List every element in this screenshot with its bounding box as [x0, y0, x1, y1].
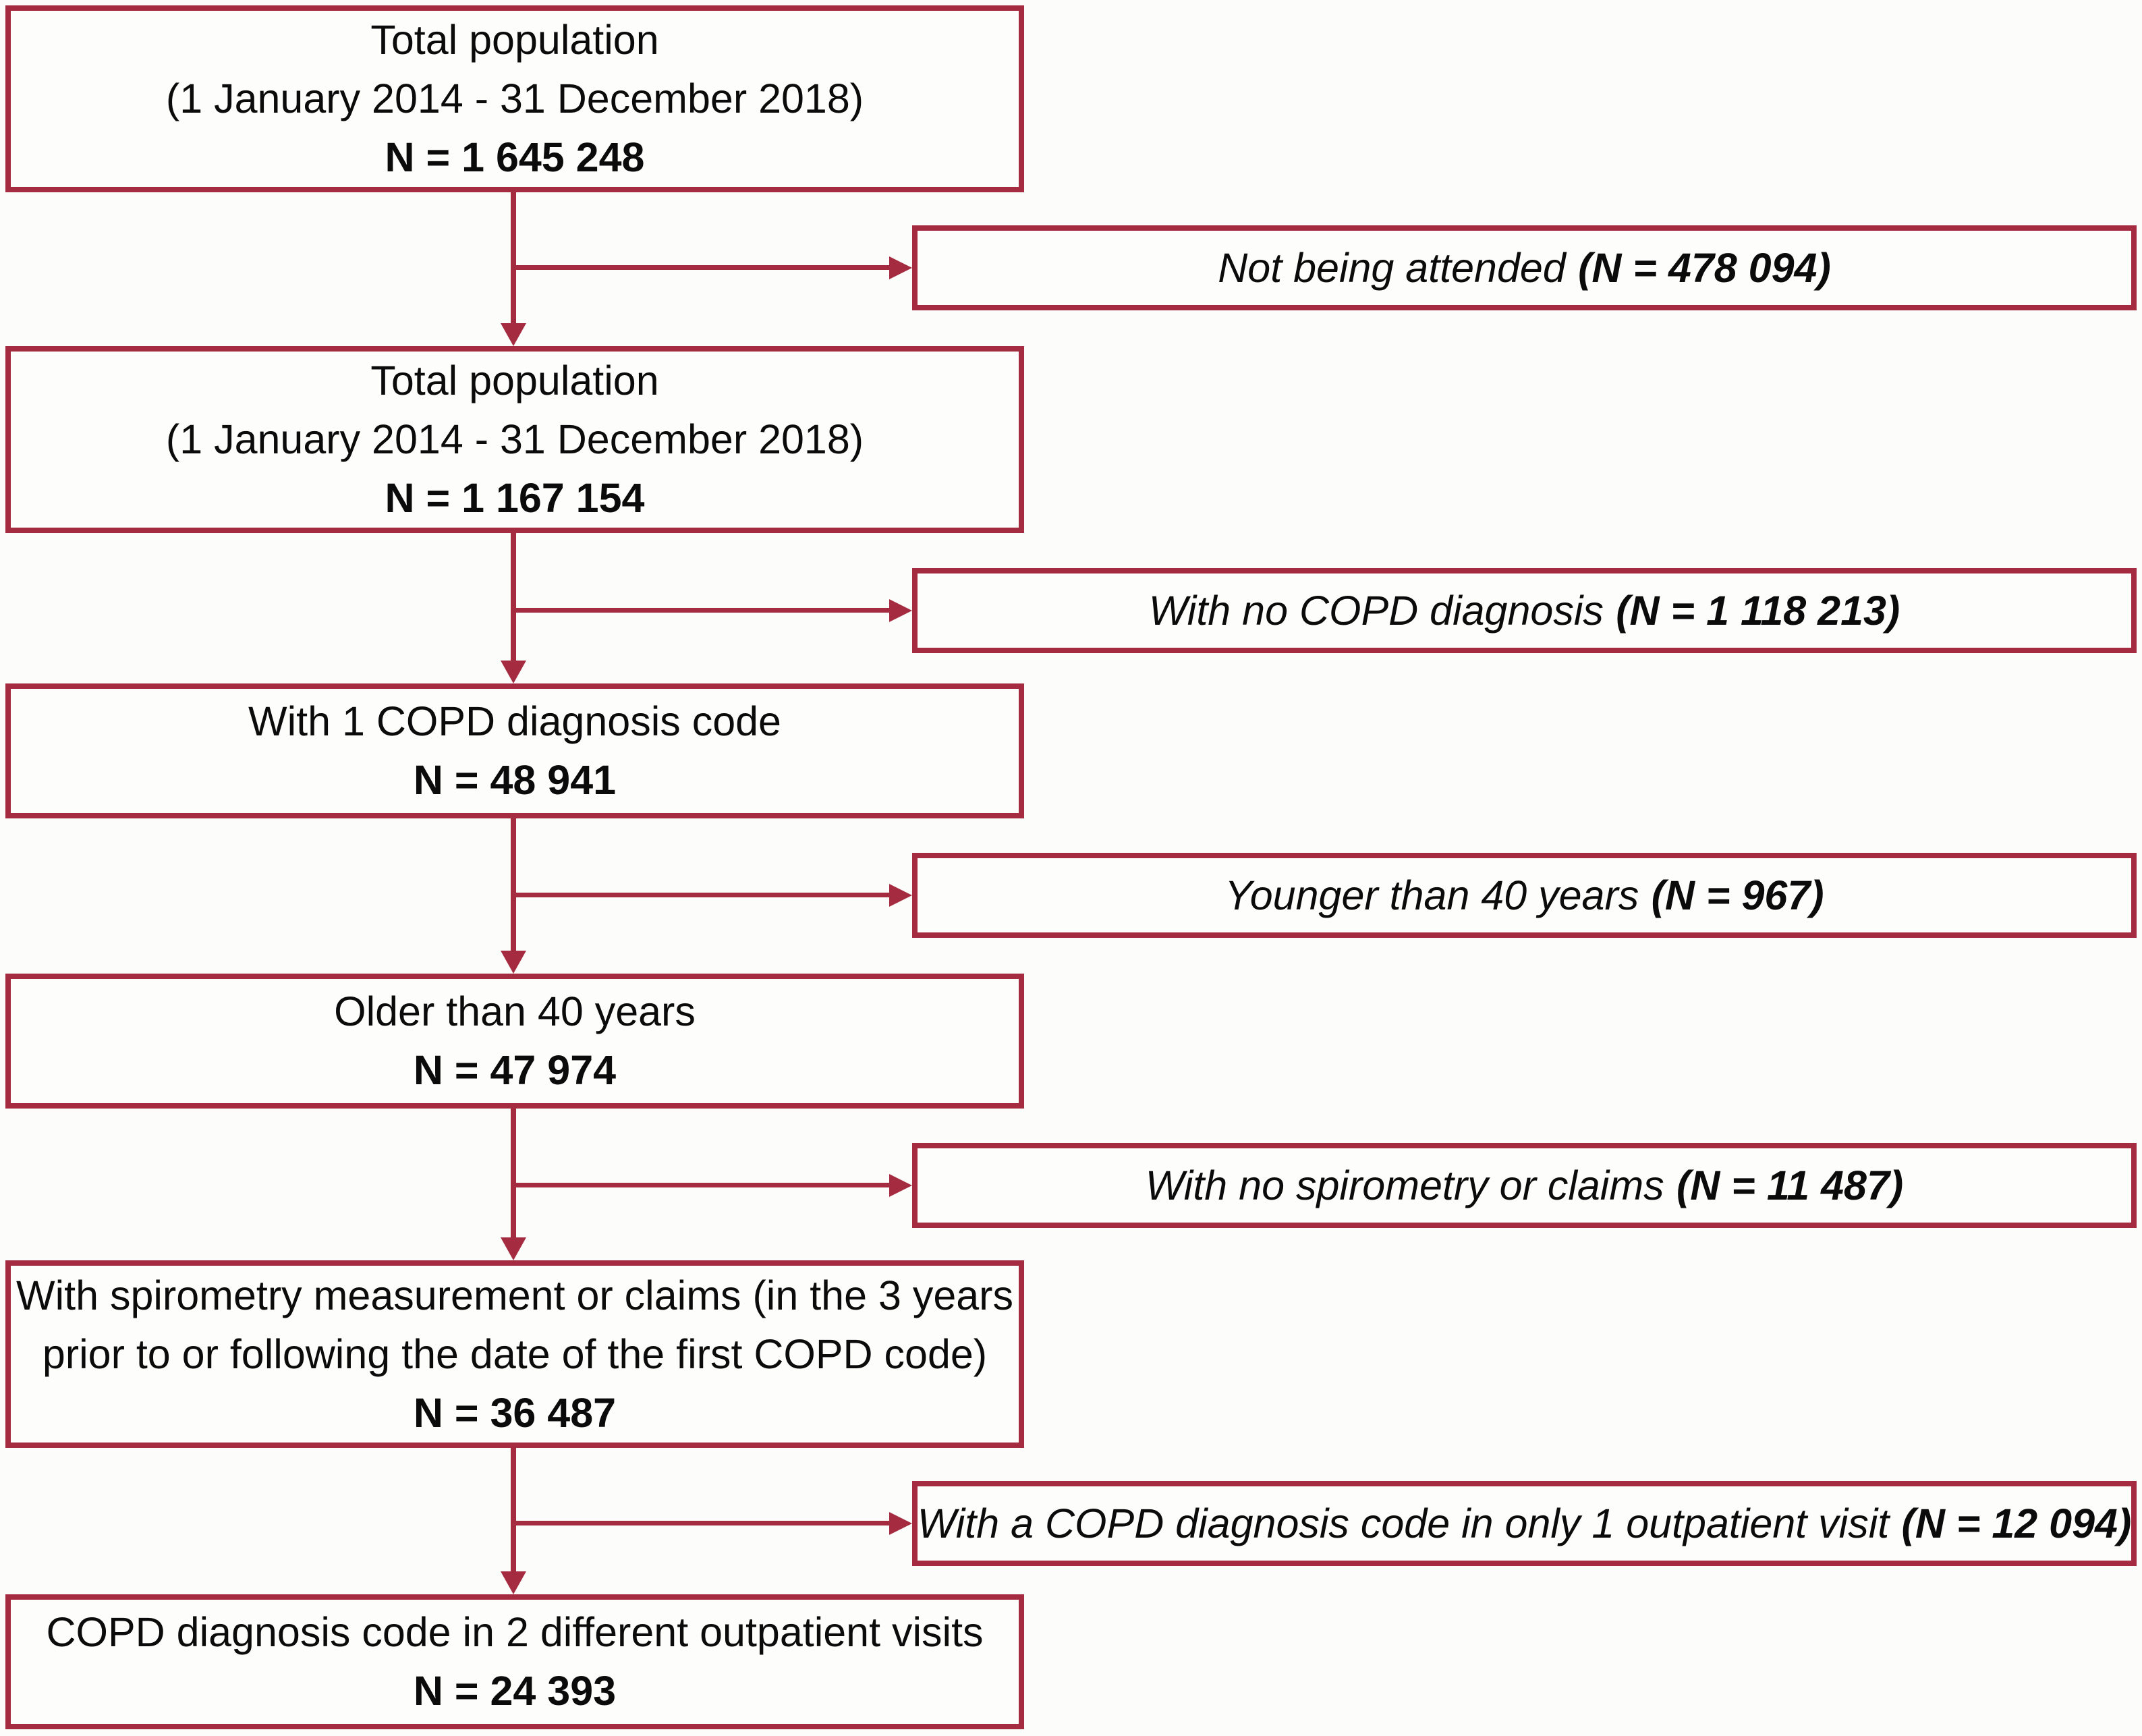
- box-one-copd-diagnosis-code: With 1 COPD diagnosis code N = 48 941: [5, 683, 1024, 818]
- exclusion-reason: Not being attended: [1218, 245, 1566, 291]
- box-n-value: N = 24 393: [413, 1668, 617, 1714]
- connector-1-right-arrowhead-icon: [889, 256, 912, 279]
- connector-4-vertical-line: [511, 1108, 516, 1237]
- exclusion-text: With no COPD diagnosis (N = 1 118 213): [1149, 573, 1900, 648]
- connector-2-down-arrowhead-icon: [501, 661, 526, 683]
- connector-5-vertical-line: [511, 1448, 516, 1571]
- box-n-value: N = 36 487: [413, 1389, 617, 1436]
- exclusion-text: With a COPD diagnosis code in only 1 out…: [918, 1486, 2132, 1561]
- exclusion-n-value: (N = 967): [1651, 872, 1824, 918]
- exclusion-text: Not being attended (N = 478 094): [1218, 231, 1831, 305]
- box-n-value: N = 47 974: [413, 1047, 617, 1093]
- box-n-value: N = 1 167 154: [385, 475, 645, 521]
- excl-box-not-attended: Not being attended (N = 478 094): [912, 225, 2137, 310]
- exclusion-n-value: (N = 12 094): [1901, 1501, 2132, 1546]
- connector-4-down-arrowhead-icon: [501, 1237, 526, 1260]
- exclusion-text: Younger than 40 years (N = 967): [1224, 858, 1824, 932]
- box-n-value: N = 1 645 248: [385, 134, 645, 180]
- excl-box-single-outpatient-visit: With a COPD diagnosis code in only 1 out…: [912, 1481, 2137, 1566]
- connector-5-right-arrowhead-icon: [889, 1512, 912, 1535]
- connector-4-right-arrowhead-icon: [889, 1174, 912, 1197]
- box-text-line: Total population: [370, 358, 659, 403]
- connector-3-branch-line: [513, 893, 889, 897]
- box-text-line: Total population: [370, 17, 659, 63]
- box-text-line: Older than 40 years: [334, 988, 696, 1034]
- connector-1-vertical-line: [511, 192, 516, 323]
- excl-box-no-copd-diagnosis: With no COPD diagnosis (N = 1 118 213): [912, 568, 2137, 653]
- connector-3-down-arrowhead-icon: [501, 951, 526, 974]
- connector-1-down-arrowhead-icon: [501, 323, 526, 346]
- box-text-line: (1 January 2014 - 31 December 2018): [165, 416, 864, 462]
- box-older-than-40: Older than 40 years N = 47 974: [5, 974, 1024, 1109]
- excl-box-younger-than-40: Younger than 40 years (N = 967): [912, 853, 2137, 938]
- connector-2-right-arrowhead-icon: [889, 599, 912, 622]
- exclusion-reason: Younger than 40 years: [1224, 872, 1639, 918]
- exclusion-n-value: (N = 478 094): [1578, 245, 1831, 291]
- box-text-line: COPD diagnosis code in 2 different outpa…: [46, 1609, 984, 1655]
- excl-box-no-spirometry-or-claims: With no spirometry or claims (N = 11 487): [912, 1143, 2137, 1228]
- exclusion-n-value: (N = 11 487): [1676, 1163, 1904, 1208]
- connector-5-branch-line: [513, 1521, 889, 1525]
- connector-5-down-arrowhead-icon: [501, 1571, 526, 1594]
- box-text-line: With 1 COPD diagnosis code: [248, 698, 781, 744]
- box-n-value: N = 48 941: [413, 757, 617, 803]
- box-text-line: (1 January 2014 - 31 December 2018): [165, 76, 864, 121]
- box-text-line: With spirometry measurement or claims (i…: [16, 1272, 1013, 1318]
- box-spirometry-or-claims: With spirometry measurement or claims (i…: [5, 1260, 1024, 1448]
- connector-3-right-arrowhead-icon: [889, 884, 912, 907]
- exclusion-reason: With no spirometry or claims: [1145, 1163, 1664, 1208]
- box-text-line: prior to or following the date of the fi…: [42, 1331, 988, 1377]
- box-attended-population: Total population (1 January 2014 - 31 De…: [5, 346, 1024, 533]
- connector-3-vertical-line: [511, 818, 516, 951]
- connector-4-branch-line: [513, 1183, 889, 1187]
- connector-2-branch-line: [513, 608, 889, 613]
- connector-1-branch-line: [513, 265, 889, 270]
- box-total-population: Total population (1 January 2014 - 31 De…: [5, 5, 1024, 192]
- connector-2-vertical-line: [511, 533, 516, 661]
- exclusion-reason: With no COPD diagnosis: [1148, 588, 1604, 634]
- exclusion-text: With no spirometry or claims (N = 11 487): [1146, 1148, 1903, 1223]
- exclusion-reason: With a COPD diagnosis code in only 1 out…: [917, 1501, 1890, 1546]
- exclusion-n-value: (N = 1 118 213): [1616, 588, 1900, 634]
- box-two-outpatient-visits: COPD diagnosis code in 2 different outpa…: [5, 1594, 1024, 1729]
